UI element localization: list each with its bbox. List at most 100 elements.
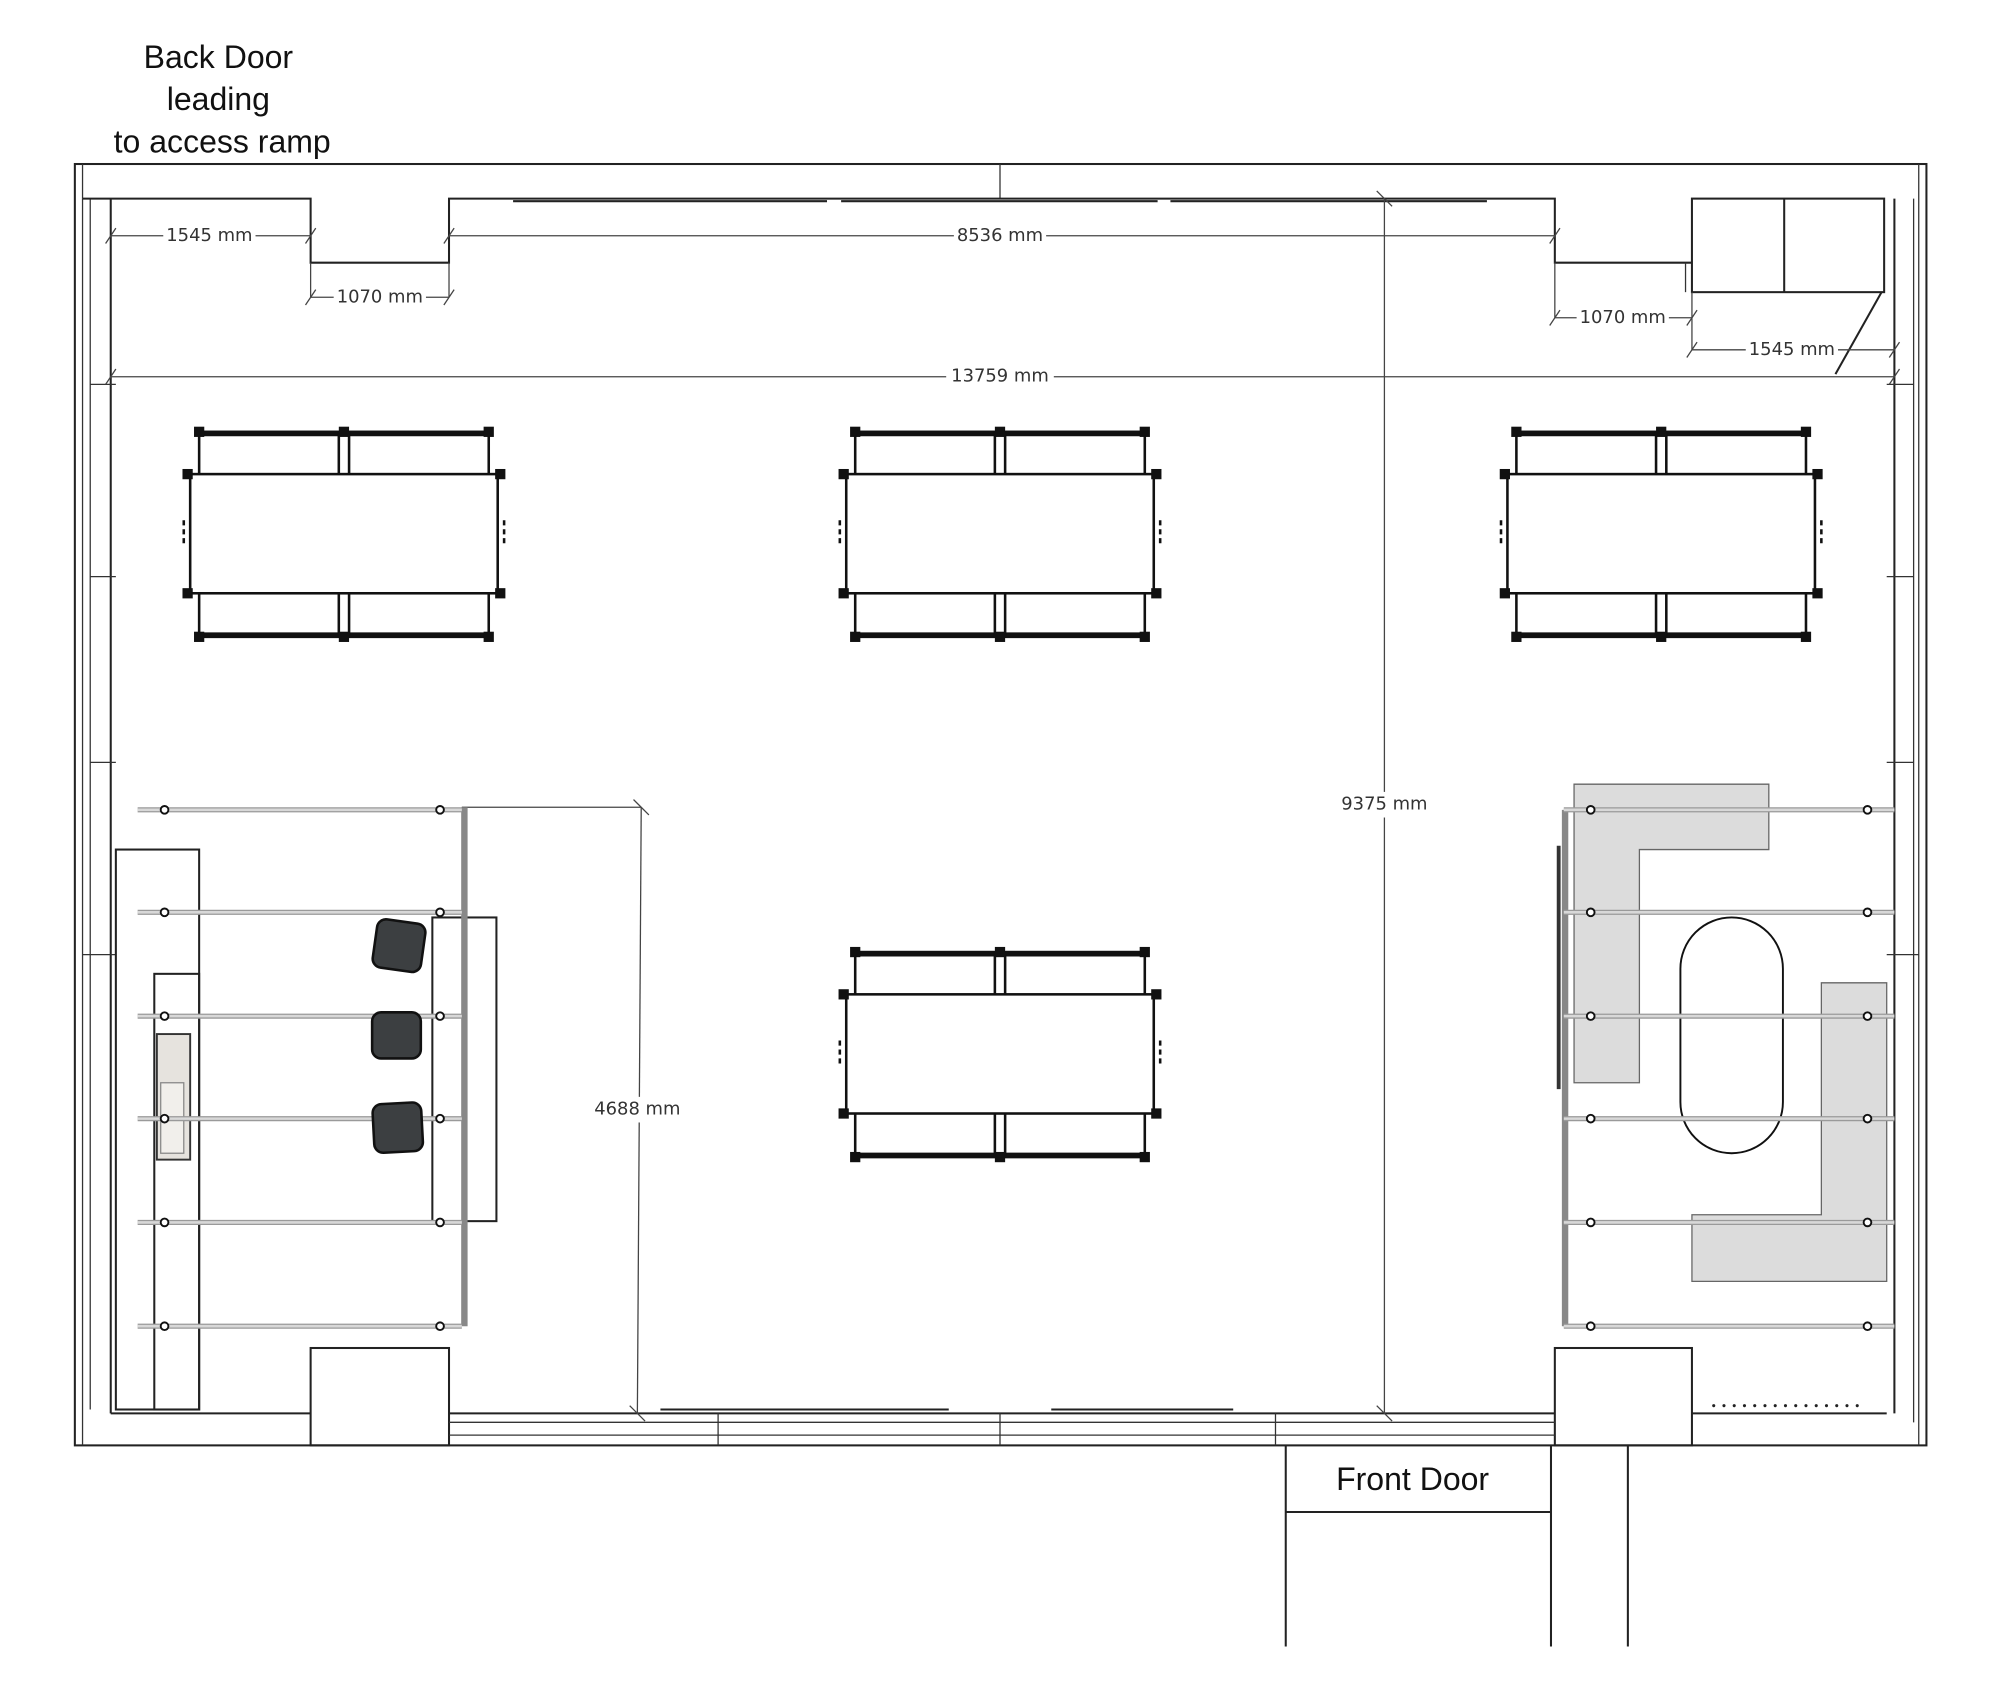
table-leg-bracket [850, 426, 861, 437]
table-leg-bracket [1511, 631, 1522, 642]
dim-overall-width: 13759 mm [951, 366, 1049, 387]
dimension-tick [304, 227, 317, 244]
dimension-tick [443, 289, 455, 306]
table-top [844, 472, 1156, 595]
dimension-tick [443, 227, 455, 244]
dimension-tick [1686, 341, 1698, 358]
dimension-tick [105, 227, 117, 244]
back-door-label-line1: Back Door [144, 39, 294, 75]
table-leg-bracket [850, 946, 861, 958]
dim-top-span: 8536 mm [957, 225, 1043, 246]
rail [1563, 1113, 1895, 1124]
table-leg-bracket [850, 1151, 861, 1163]
table-leg-bracket [1499, 588, 1510, 599]
rail [137, 1321, 462, 1332]
dimension-tick [1888, 368, 1901, 385]
stool [370, 1010, 423, 1060]
table-leg-bracket [1812, 468, 1823, 480]
table-leg-bracket [994, 631, 1006, 642]
rail [1563, 1321, 1895, 1332]
dimension-tick [304, 289, 317, 306]
table-leg-bracket [1151, 468, 1162, 480]
table-leg-bracket [1151, 989, 1162, 1000]
oval-table [1679, 916, 1784, 1155]
dim-top-left-notch: 1070 mm [337, 286, 423, 307]
lounge-area [1556, 783, 1895, 1332]
dimension-tick [629, 1405, 646, 1422]
l-shaped-sofa [1691, 982, 1888, 1283]
table-leg-bracket [1656, 631, 1667, 642]
kitchen-area [114, 805, 498, 1411]
table-leg-bracket [1511, 426, 1522, 437]
l-shaped-sofa [1573, 783, 1770, 1084]
back-door-label-line2: leading [167, 81, 270, 117]
dimension-lines: 1545 mm 8536 mm 1070 mm 1070 mm 1545 mm … [105, 190, 1901, 1422]
table-leg-bracket [1499, 468, 1510, 480]
table-leg-bracket [838, 588, 849, 599]
rail [137, 1217, 462, 1228]
back-door-label-line3: to access ramp [114, 123, 331, 159]
table-leg-bracket [838, 1108, 849, 1119]
table-leg-bracket [495, 468, 506, 480]
building-walls [73, 162, 1928, 1447]
desk-cluster [838, 946, 1162, 1163]
dim-top-right-notch: 1070 mm [1580, 307, 1666, 328]
rail [1563, 1011, 1895, 1021]
dimension-tick [1549, 227, 1561, 244]
table-leg-bracket [1139, 631, 1150, 642]
cabinet [1690, 197, 1886, 294]
table-leg-bracket [1139, 426, 1150, 437]
table-leg-bracket [194, 426, 205, 437]
stool [371, 918, 427, 974]
dimension-tick [633, 799, 650, 816]
dimension-tick [1549, 309, 1561, 326]
table-leg-bracket [838, 989, 849, 1000]
dimension-tick [1376, 190, 1393, 207]
rail [137, 907, 462, 918]
dimension-tick [105, 368, 117, 385]
table-leg-bracket [994, 946, 1006, 958]
desk-cluster [838, 426, 1162, 642]
dimension-tick [1686, 309, 1698, 326]
table-leg-bracket [838, 468, 849, 480]
table-leg-bracket [182, 588, 193, 599]
table-leg-bracket [194, 631, 205, 642]
table-leg-bracket [1800, 426, 1812, 437]
dimension-tick [1376, 1405, 1393, 1422]
table-top [1506, 472, 1817, 595]
table-leg-bracket [1139, 946, 1150, 958]
table-leg-bracket [483, 631, 494, 642]
rail [1563, 907, 1895, 918]
table-leg-bracket [994, 426, 1006, 437]
dim-top-right-offset: 1545 mm [1749, 339, 1835, 360]
table-leg-bracket [1151, 1108, 1162, 1119]
rail [137, 805, 462, 815]
dim-top-left-offset: 1545 mm [166, 225, 252, 246]
rail [1563, 805, 1895, 815]
front-door[interactable]: Front Door [1284, 1445, 1629, 1647]
radiator-dots [1712, 1404, 1859, 1408]
table-top [188, 472, 499, 595]
table-top [844, 993, 1156, 1115]
front-door-label: Front Door [1336, 1461, 1489, 1497]
desk-cluster [182, 426, 506, 642]
desk-cluster [1499, 426, 1823, 642]
table-leg-bracket [1800, 631, 1812, 642]
stool [371, 1101, 425, 1155]
table-leg-bracket [1139, 1151, 1150, 1163]
tables [182, 426, 1823, 1163]
dim-overall-depth: 9375 mm [1341, 794, 1427, 815]
rail [1563, 1217, 1895, 1228]
table-leg-bracket [1812, 588, 1823, 599]
table-leg-bracket [483, 426, 494, 437]
table-leg-bracket [1151, 588, 1162, 599]
dim-kitchen-depth: 4688 mm [594, 1099, 680, 1120]
table-leg-bracket [338, 426, 350, 437]
table-leg-bracket [182, 468, 193, 480]
table-leg-bracket [850, 631, 861, 642]
table-leg-bracket [994, 1151, 1006, 1163]
table-leg-bracket [495, 588, 506, 599]
table-leg-bracket [1656, 426, 1667, 437]
dimension-tick [1888, 341, 1901, 358]
